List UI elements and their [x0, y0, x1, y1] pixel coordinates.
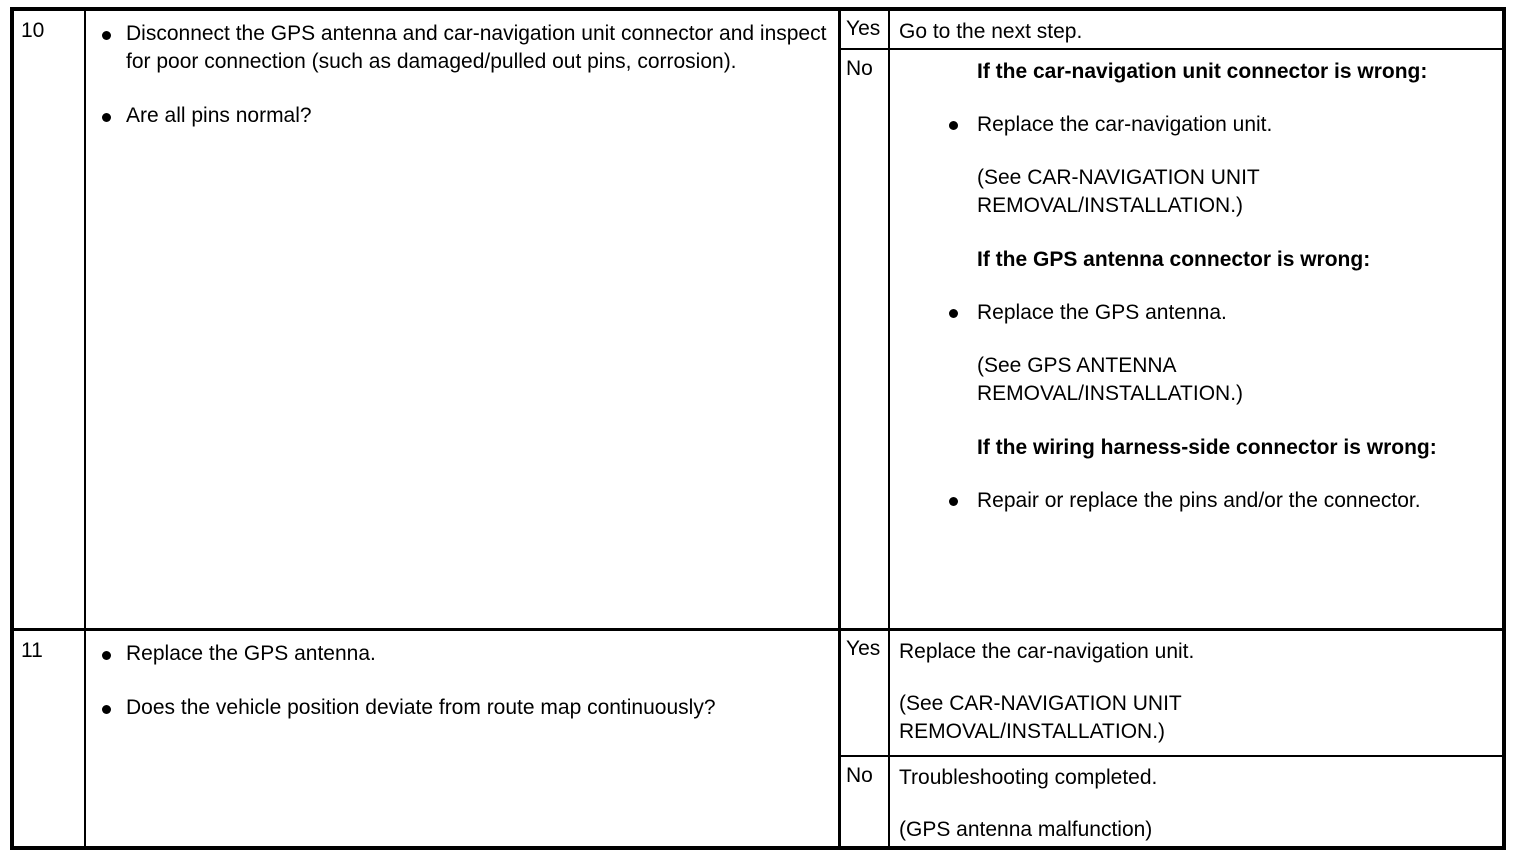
answer-text: Go to the next step. — [899, 20, 1083, 43]
troubleshooting-table: 10 Disconnect the GPS antenna and car-na… — [10, 7, 1506, 850]
list-item: Are all pins normal? — [86, 102, 828, 130]
answer-column: Yes Replace the car-navigation unit. (Se… — [841, 631, 1502, 846]
answer-block-no: No If the car-navigation unit connector … — [841, 48, 1502, 628]
answer-text: Repair or replace the pins and/or the co… — [977, 489, 1421, 512]
bullet-icon — [949, 309, 958, 318]
answer-column: Yes Go to the next step. No If the car-n… — [841, 11, 1502, 628]
answer-body: Go to the next step. — [890, 11, 1502, 48]
action-text: Are all pins normal? — [126, 104, 312, 127]
bullet-icon — [102, 705, 111, 714]
answer-heading: If the wiring harness-side connector is … — [977, 436, 1437, 459]
answer-body: If the car-navigation unit connector is … — [890, 50, 1502, 628]
answer-block-yes: Yes Replace the car-navigation unit. (Se… — [841, 631, 1502, 755]
bullet-icon — [102, 31, 111, 40]
step-number-cell: 11 — [14, 631, 86, 846]
answer-heading: If the GPS antenna connector is wrong: — [977, 248, 1371, 271]
inspection-action-cell: Replace the GPS antenna. Does the vehicl… — [86, 631, 841, 846]
answer-list-item: Repair or replace the pins and/or the co… — [899, 487, 1490, 515]
answer-list-item: Replace the car-navigation unit. — [899, 111, 1490, 139]
answer-list-item: Replace the GPS antenna. — [899, 299, 1490, 327]
inspection-action-cell: Disconnect the GPS antenna and car-navig… — [86, 11, 841, 628]
answer-text: Troubleshooting completed. — [899, 766, 1158, 789]
answer-label: Yes — [841, 631, 890, 755]
action-text: Disconnect the GPS antenna and car-navig… — [126, 22, 827, 73]
answer-label: No — [841, 757, 890, 846]
answer-body: Replace the car-navigation unit. (See CA… — [890, 631, 1502, 755]
bullet-icon — [102, 113, 111, 122]
answer-reference: (See CAR-NAVIGATION UNIT REMOVAL/INSTALL… — [899, 692, 1182, 743]
answer-block-no: No Troubleshooting completed. (GPS anten… — [841, 755, 1502, 846]
table-row: 10 Disconnect the GPS antenna and car-na… — [14, 11, 1502, 628]
bullet-icon — [102, 651, 111, 660]
table-row: 11 Replace the GPS antenna. Does the veh… — [14, 628, 1502, 846]
step-number-cell: 10 — [14, 11, 86, 628]
answer-label: No — [841, 50, 890, 628]
answer-text: Replace the GPS antenna. — [977, 301, 1227, 324]
answer-note: (GPS antenna malfunction) — [899, 818, 1153, 841]
answer-label: Yes — [841, 11, 890, 48]
list-item: Does the vehicle position deviate from r… — [86, 694, 828, 722]
action-text: Replace the GPS antenna. — [126, 642, 376, 665]
answer-reference: (See CAR-NAVIGATION UNIT REMOVAL/INSTALL… — [977, 166, 1260, 217]
action-text: Does the vehicle position deviate from r… — [126, 696, 716, 719]
answer-heading: If the car-navigation unit connector is … — [977, 60, 1428, 83]
step-number: 10 — [21, 19, 45, 42]
list-item: Disconnect the GPS antenna and car-navig… — [86, 20, 828, 76]
bullet-icon — [949, 497, 958, 506]
step-number: 11 — [21, 639, 43, 662]
answer-block-yes: Yes Go to the next step. — [841, 11, 1502, 48]
answer-body: Troubleshooting completed. (GPS antenna … — [890, 757, 1502, 846]
answer-text: Replace the car-navigation unit. — [899, 640, 1195, 663]
bullet-icon — [949, 121, 958, 130]
answer-text: Replace the car-navigation unit. — [977, 113, 1273, 136]
answer-reference: (See GPS ANTENNA REMOVAL/INSTALLATION.) — [977, 354, 1244, 405]
list-item: Replace the GPS antenna. — [86, 640, 828, 668]
